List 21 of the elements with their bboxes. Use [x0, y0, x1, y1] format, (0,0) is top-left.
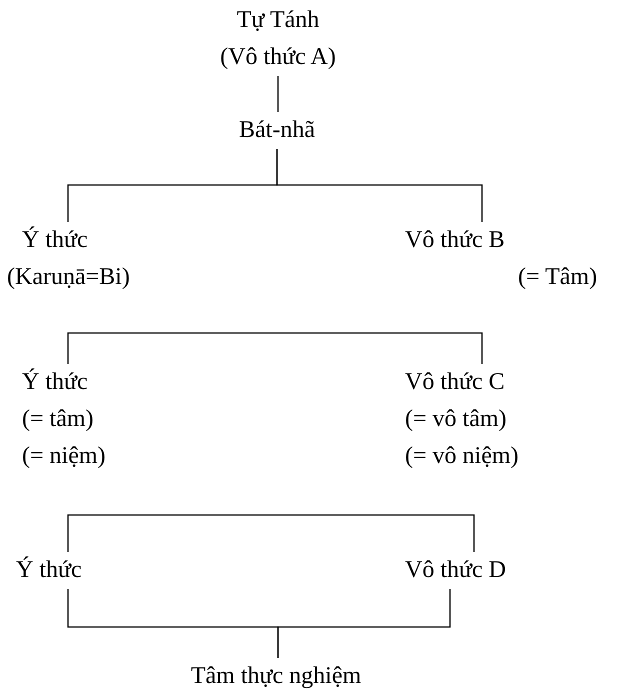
connector-line [67, 514, 475, 552]
node-note: (= niệm) [22, 442, 106, 471]
node-label: Vô thức B [405, 226, 505, 255]
node-label: Ý thức [22, 367, 88, 397]
node-label: Tự Tánh [236, 6, 320, 35]
connector-line [276, 149, 483, 222]
node-label: Ý thức [22, 225, 88, 255]
node-label: Vô thức D [405, 556, 506, 585]
connector-line [277, 76, 279, 112]
node-note: (= vô niệm) [405, 442, 519, 471]
connector-line [67, 332, 483, 364]
node-note: (Vô thức A) [220, 43, 336, 72]
node-label: Bát-nhã [239, 116, 315, 145]
node-note: (= Tâm) [518, 263, 598, 292]
node-label: Ý thức [16, 555, 82, 585]
connector-line [277, 589, 451, 658]
node-note: (= tâm) [22, 405, 94, 434]
node-note: (= vô tâm) [405, 405, 507, 434]
node-label: Vô thức C [405, 368, 505, 397]
node-label: Tâm thực nghiệm [190, 662, 362, 691]
node-note: (Karuṇā=Bi) [7, 263, 130, 292]
